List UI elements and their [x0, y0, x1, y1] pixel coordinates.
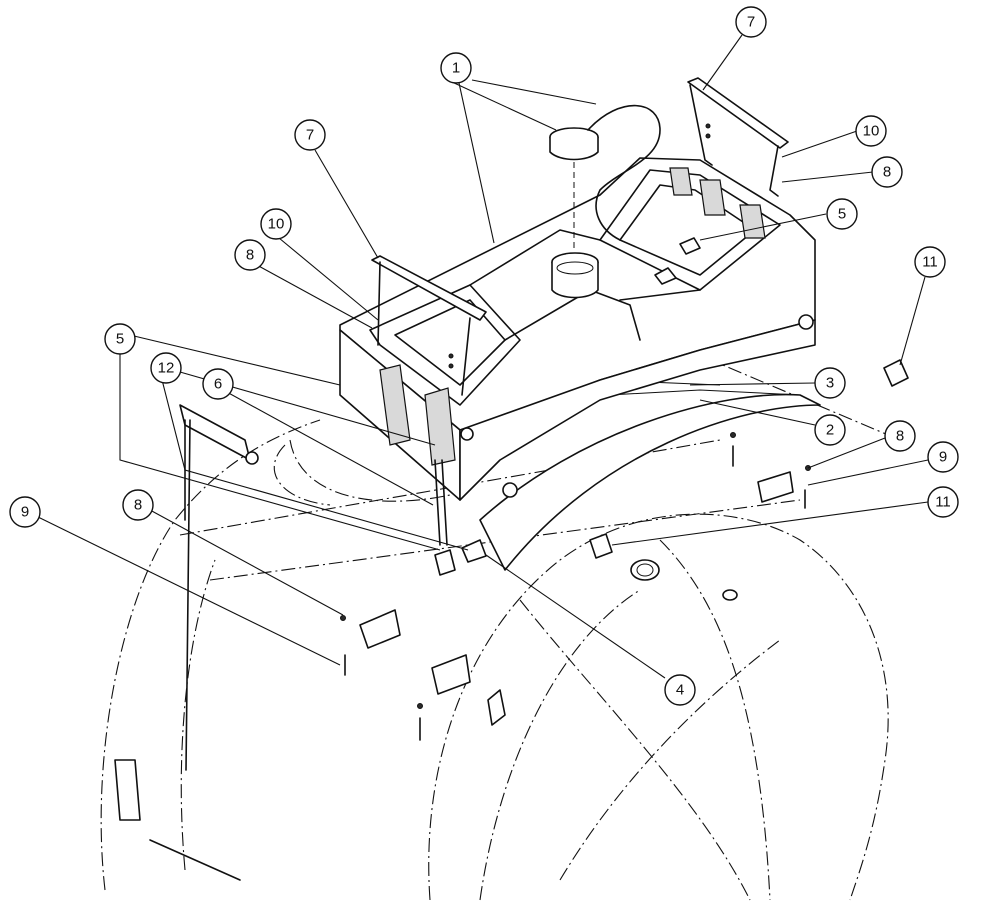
leader-lines	[35, 34, 929, 679]
balloon-8-left-label: 8	[246, 247, 254, 264]
balloon-11-right: 11	[914, 246, 946, 278]
balloon-11-lower: 11	[927, 486, 959, 518]
balloon-6: 6	[202, 368, 234, 400]
balloon-8-right-label: 8	[883, 164, 891, 181]
balloon-5-right: 5	[826, 198, 858, 230]
rinse-tank-body	[339, 157, 816, 501]
fill-cap	[549, 104, 661, 250]
balloon-2-label: 2	[826, 422, 834, 439]
balloon-9-right-label: 9	[939, 449, 947, 466]
balloon-11-right-label: 11	[922, 254, 938, 271]
balloon-3-label: 3	[826, 375, 834, 392]
balloon-9-right: 9	[927, 441, 959, 473]
balloon-8-right: 8	[871, 156, 903, 188]
balloon-5-right-label: 5	[838, 206, 846, 223]
balloon-8-mid: 8	[884, 420, 916, 452]
balloon-6-label: 6	[214, 376, 222, 393]
balloon-8-mid-label: 8	[896, 428, 904, 445]
balloon-3: 3	[814, 367, 846, 399]
tank-strap	[479, 379, 821, 571]
balloon-11-lower-label: 11	[935, 494, 951, 511]
balloon-1-label: 1	[452, 60, 460, 77]
balloon-7-right: 7	[735, 6, 767, 38]
balloon-4: 4	[664, 674, 696, 706]
balloon-7-left-label: 7	[306, 127, 314, 144]
balloon-7-right-label: 7	[747, 14, 755, 31]
balloon-8-lower-label: 8	[134, 497, 142, 514]
balloon-1: 1	[440, 52, 472, 84]
balloon-10-right-label: 10	[863, 123, 880, 140]
balloon-12: 12	[150, 352, 182, 384]
balloon-2: 2	[814, 414, 846, 446]
balloon-9-left: 9	[9, 496, 41, 528]
balloon-10-right: 10	[855, 115, 887, 147]
balloon-10-left: 10	[260, 208, 292, 240]
balloon-8-lower: 8	[122, 489, 154, 521]
balloon-4-label: 4	[676, 682, 684, 699]
balloon-5-left: 5	[104, 323, 136, 355]
balloon-10-left-label: 10	[268, 216, 285, 233]
balloon-7-left: 7	[294, 119, 326, 151]
balloon-8-left: 8	[234, 239, 266, 271]
balloon-5-left-label: 5	[116, 331, 124, 348]
balloon-12-label: 12	[158, 360, 175, 377]
balloon-9-left-label: 9	[21, 504, 29, 521]
bracket-right	[687, 77, 789, 197]
hardware-items	[114, 237, 909, 881]
